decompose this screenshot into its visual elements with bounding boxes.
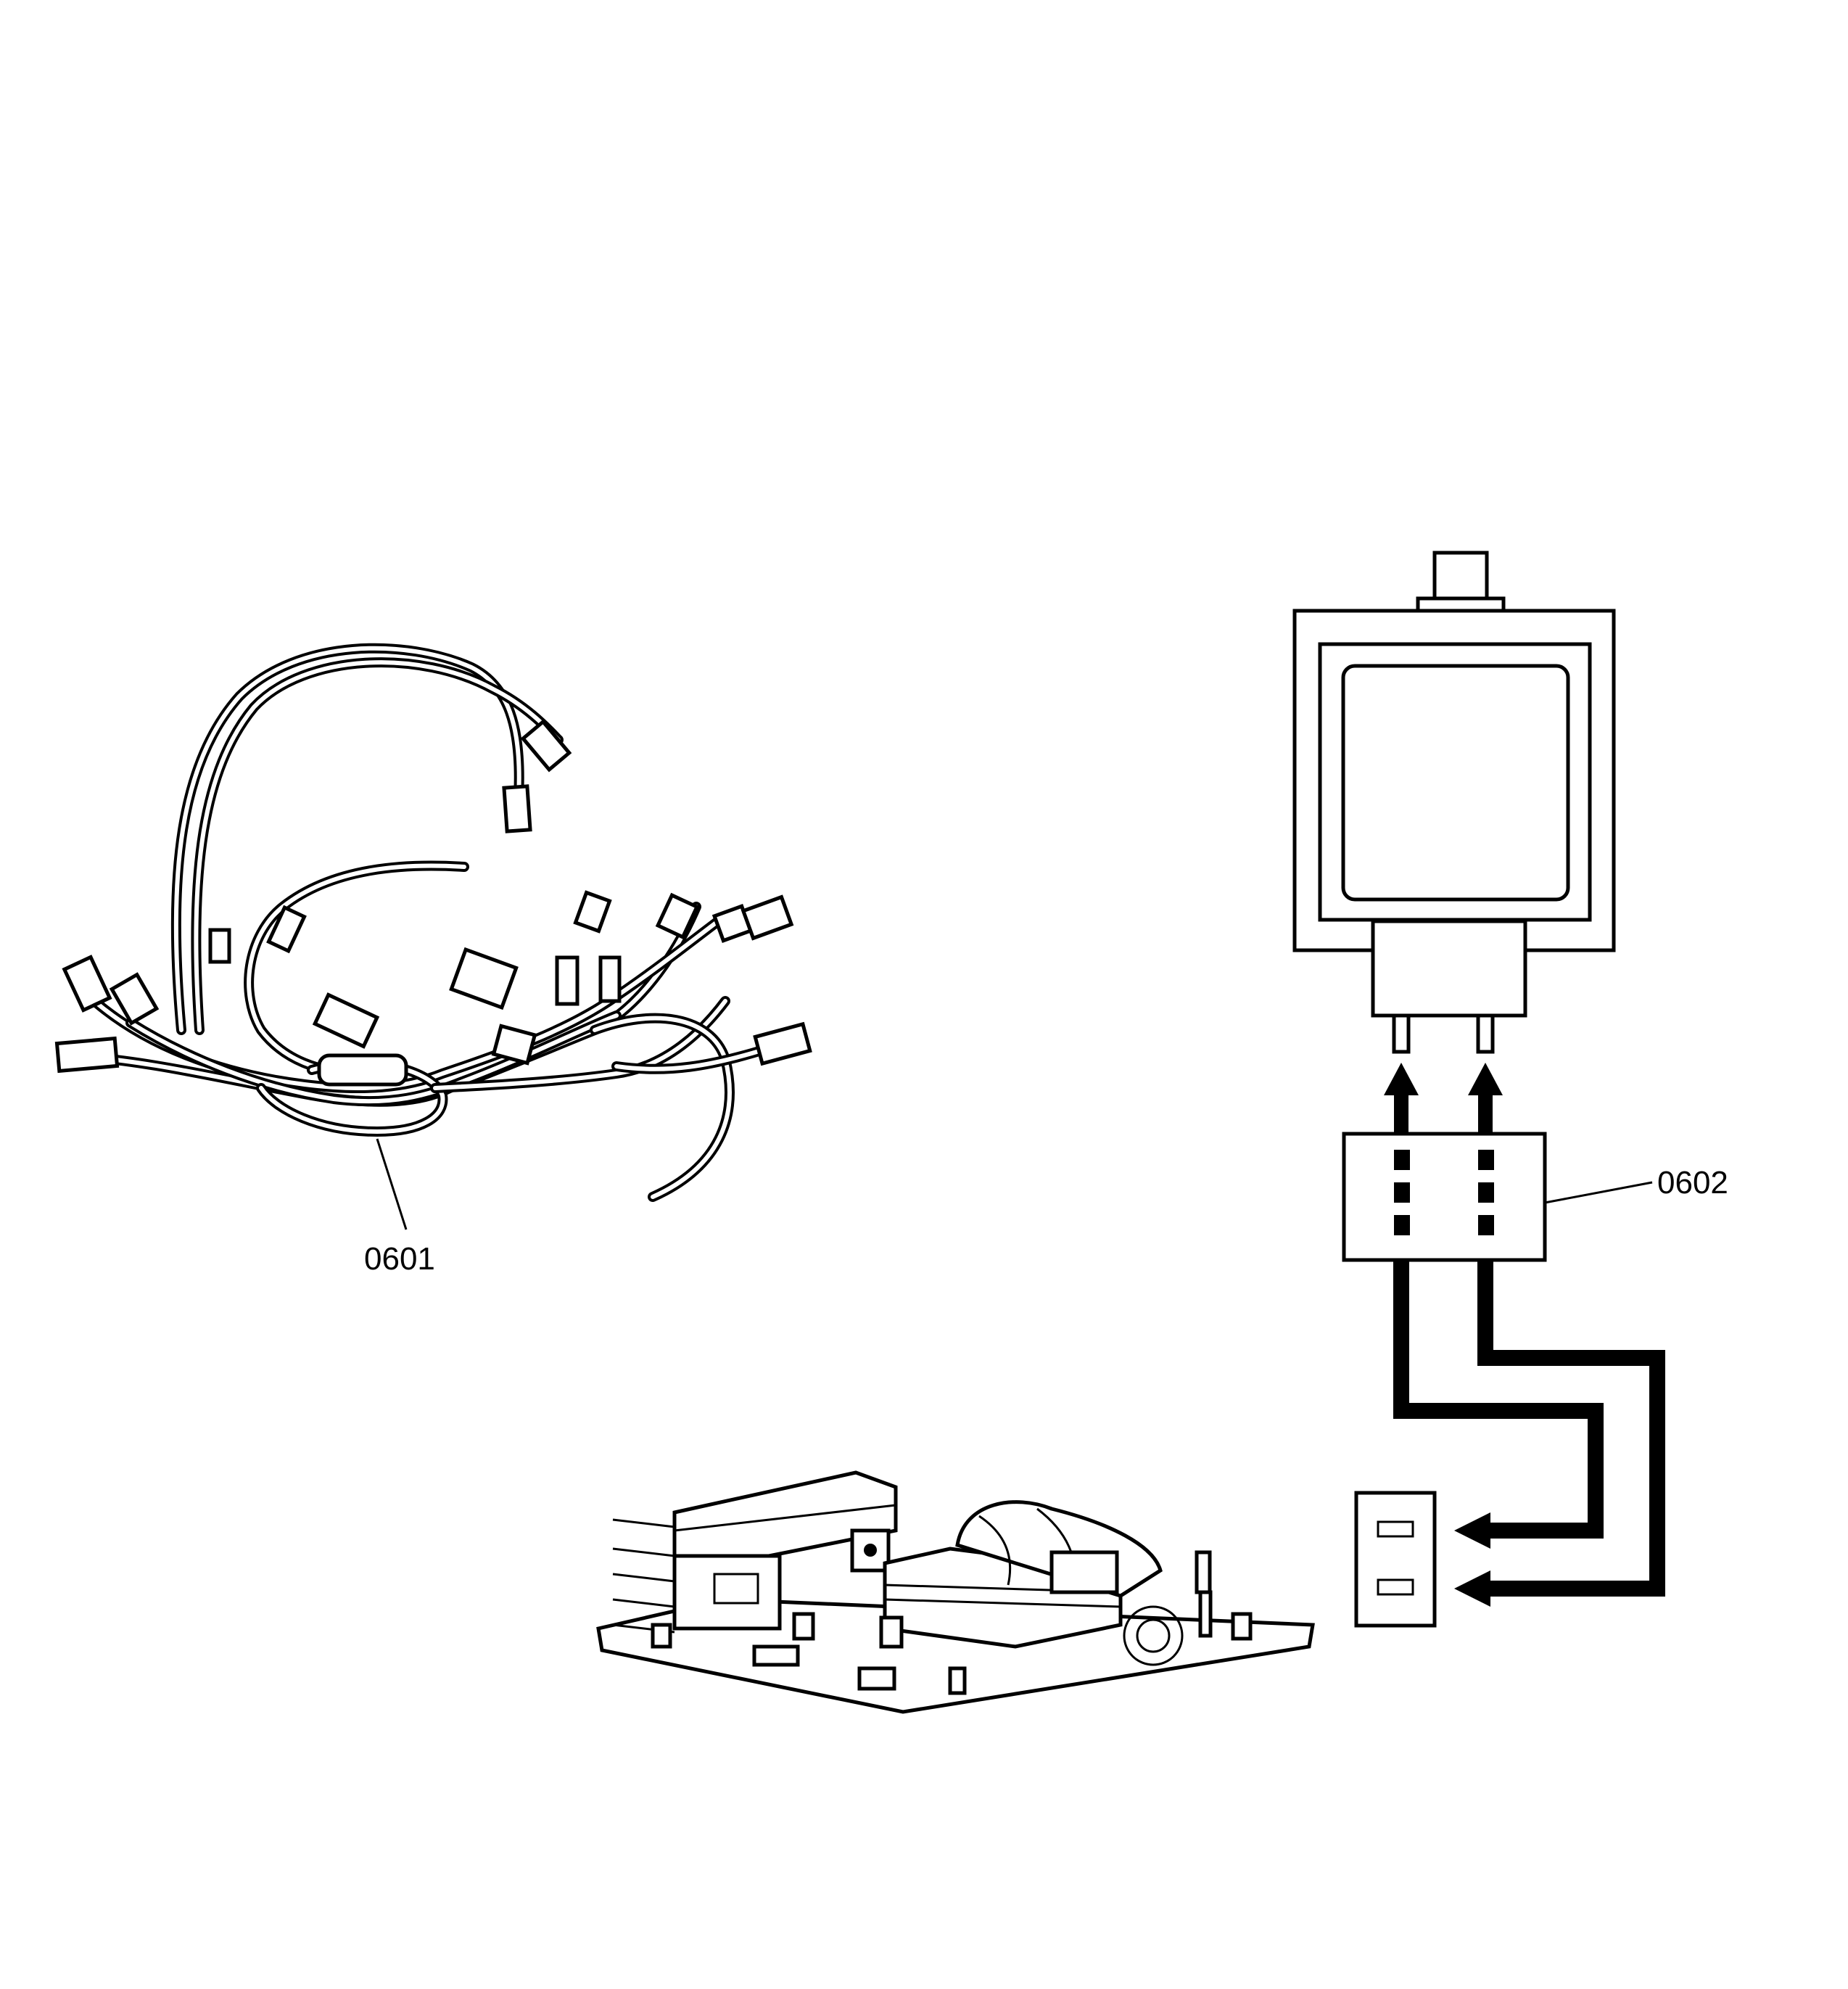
- wire-harness-illustration: [54, 643, 812, 1230]
- inverter-board-illustration: [596, 1470, 1315, 1714]
- magnetron-illustration: [1292, 551, 1616, 1054]
- callout-0601: 0601: [364, 1241, 435, 1277]
- noise-filter-illustration: [1342, 1063, 1665, 1628]
- callout-0602: 0602: [1657, 1165, 1728, 1201]
